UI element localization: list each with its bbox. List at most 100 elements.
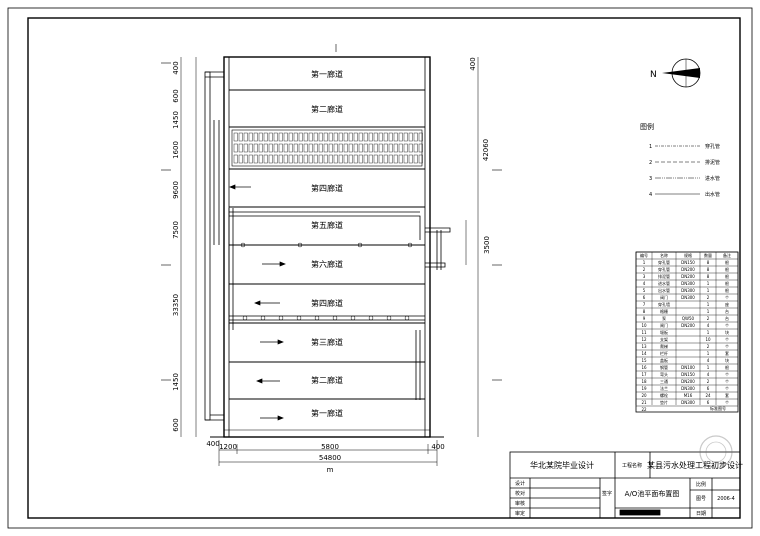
channel-walls: [229, 89, 425, 400]
diffuser-cell: [338, 132, 343, 142]
schedule-cell: 10: [705, 337, 711, 342]
inner-border: [27, 17, 741, 519]
schedule-header: 数量: [704, 252, 712, 258]
diffuser-cell: [283, 154, 288, 164]
diffuser-cell: [253, 143, 258, 153]
diffuser-cell: [308, 132, 313, 142]
schedule-cell: 个: [725, 344, 729, 349]
diffuser-cell: [373, 132, 378, 142]
diffuser-cell: [393, 143, 398, 153]
channel-labels: 第一廊道 第二廊道 第四廊道 第五廊道 第六廊道 第四廊道 第三廊道 第二廊道 …: [311, 69, 343, 418]
tb-row-label: 审核: [515, 500, 525, 507]
schedule-cell: 个: [725, 337, 729, 342]
watermark-seal: [699, 435, 733, 469]
diffuser-cell: [303, 143, 308, 153]
legend-row: 1 穿孔管: [649, 143, 720, 150]
channel-label: 第二廊道: [311, 104, 343, 114]
schedule-cell: 堰板: [660, 329, 668, 335]
schedule-cell: 1: [707, 330, 710, 335]
diffuser-cell: [273, 143, 278, 153]
channel-label: 第二廊道: [311, 375, 343, 385]
diffuser-cell: [408, 143, 413, 153]
tb-date-label: 日期: [696, 511, 706, 517]
diffuser-cell: [238, 154, 243, 164]
schedule-cell: 排泥管: [658, 273, 670, 279]
schedule-cell: 2: [707, 344, 710, 349]
channel-label: 第四廊道: [311, 298, 343, 308]
diffuser-cell: [408, 154, 413, 164]
schedule-cell: 1: [707, 351, 710, 356]
diffuser-cell: [308, 143, 313, 153]
valve-symbol: [386, 315, 392, 321]
diffuser-cell: [378, 143, 383, 153]
schedule-cell: 8: [707, 274, 710, 279]
valve-symbol: [350, 315, 356, 321]
diffuser-cell: [313, 132, 318, 142]
diffuser-cell: [313, 143, 318, 153]
tb-sign-label: 签字: [602, 490, 612, 497]
diffuser-cell: [383, 132, 388, 142]
diffuser-cell: [273, 154, 278, 164]
diffuser-cell: [308, 154, 313, 164]
dim-text: 1450: [172, 111, 180, 129]
schedule-cell: 8: [707, 267, 710, 272]
tb-school: 华北某院毕业设计: [530, 460, 594, 470]
diffuser-cell: [248, 154, 253, 164]
schedule-cell: QW50: [682, 316, 695, 321]
diffuser-cell: [268, 132, 273, 142]
tb-row-label: 设计: [515, 480, 525, 487]
diffuser-cell: [393, 132, 398, 142]
schedule-cell: 14: [641, 351, 647, 356]
flow-arrow-left: [229, 184, 251, 190]
left-dimensions: [180, 57, 197, 437]
legend-code: 2: [649, 160, 652, 166]
diffuser-cell: [343, 154, 348, 164]
schedule-cell: 套: [725, 350, 729, 356]
diffuser-cell: [293, 132, 298, 142]
diffuser-cell: [253, 154, 258, 164]
schedule-cell: 10: [641, 323, 647, 328]
inlet-pipe: [425, 227, 451, 233]
diffuser-cell: [268, 143, 273, 153]
schedule-header: 规格: [684, 252, 692, 258]
diffuser-cell: [318, 132, 323, 142]
diffuser-cell: [413, 154, 418, 164]
diffuser-cell: [243, 132, 248, 142]
diffuser-cell: [388, 132, 393, 142]
diffuser-cell: [293, 143, 298, 153]
schedule-cell: 4: [707, 358, 710, 363]
tb-fill-bar: [619, 509, 661, 516]
diffuser-cell: [233, 154, 238, 164]
flow-arrow-right: [260, 415, 284, 421]
schedule-cell: 1: [707, 302, 710, 307]
diffuser-cell: [403, 154, 408, 164]
diffuser-cell: [358, 143, 363, 153]
diffuser-cell: [418, 132, 423, 142]
diffuser-cell: [288, 154, 293, 164]
schedule-cell: 进水管: [658, 280, 670, 286]
tb-project-label: 工程名称: [622, 462, 642, 469]
schedule-cell: 三通: [660, 378, 668, 384]
schedule-cell: 1: [707, 281, 710, 286]
schedule-cell: 1: [707, 365, 710, 370]
flow-arrows: [229, 184, 286, 421]
schedule-cell: 15: [641, 358, 647, 363]
title-block: [509, 451, 741, 519]
schedule-footer: 标准图号: [710, 405, 726, 411]
schedule-cell: 13: [641, 344, 647, 349]
diffuser-cell: [278, 132, 283, 142]
tb-drawing-no-label: 图号: [696, 496, 706, 502]
north-arrow: N: [650, 58, 701, 88]
schedule-cell: DN150: [681, 372, 695, 377]
diffuser-cell: [413, 132, 418, 142]
diffuser-cell: [413, 143, 418, 153]
diffuser-cell: [363, 143, 368, 153]
schedule-cell: 1: [643, 260, 646, 265]
diffuser-cell: [323, 154, 328, 164]
dim-text: 400: [206, 440, 219, 448]
diffuser-cell: [418, 143, 423, 153]
schedule-cell: 6: [707, 400, 710, 405]
axis-markers: [161, 44, 502, 381]
schedule-cell: 闸门: [660, 322, 668, 328]
schedule-header: 编号: [640, 252, 648, 258]
